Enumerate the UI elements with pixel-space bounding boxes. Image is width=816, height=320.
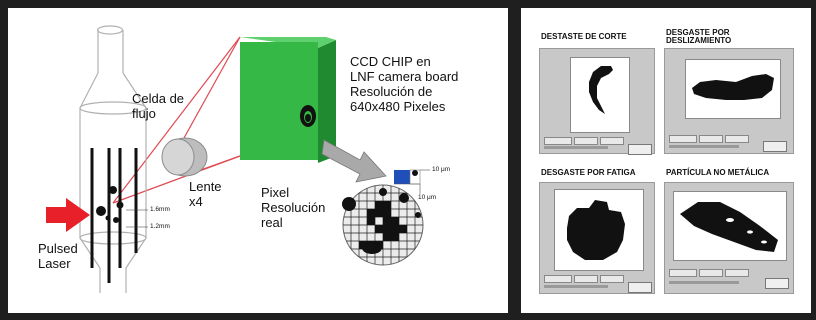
quadrant-title-deslizamiento: DESGASTE POR DESLIZAMIENTO — [666, 28, 732, 46]
pixel-inset — [394, 169, 430, 194]
window-control — [544, 137, 572, 145]
window-control — [725, 135, 749, 143]
window-control — [544, 275, 572, 283]
analysis-window-corte — [539, 48, 655, 155]
quadrant-title-corte: DESTASTE DE CORTE — [541, 32, 627, 41]
um-label-bottom: 10 μm — [418, 194, 437, 201]
analysis-window-no-metalica — [664, 182, 794, 294]
window-button — [763, 141, 787, 152]
pixel-resolution-label: Pixel Resolución real — [261, 185, 326, 230]
window-slider — [669, 145, 739, 148]
window-slider — [544, 285, 608, 288]
window-control — [600, 275, 624, 283]
particles — [96, 186, 124, 223]
window-control — [725, 269, 749, 277]
analysis-window-fatiga — [539, 182, 655, 294]
particle-image-deslizamiento — [685, 59, 781, 119]
pixel-grid — [342, 184, 424, 266]
window-control — [699, 269, 723, 277]
window-button — [628, 144, 652, 155]
optical-diagram — [46, 25, 430, 293]
flow-cell — [79, 25, 147, 293]
um-label-top: 10 μm — [432, 166, 451, 173]
window-button — [628, 282, 652, 293]
window-control — [574, 137, 598, 145]
particle-image-fatiga — [554, 189, 644, 271]
window-control — [699, 135, 723, 143]
crescent-particle-icon — [589, 66, 613, 114]
flow-cell-label: Celda de flujo — [132, 91, 185, 121]
ccd-chip-label: CCD CHIP en LNF camera board Resolución … — [350, 54, 459, 114]
lens-label: Lente x4 — [189, 179, 222, 209]
window-control — [669, 269, 697, 277]
quadrant-title-no-metalica: PARTÍCULA NO METÁLICA — [666, 168, 770, 177]
lens — [161, 137, 208, 177]
dimension-label-1: 1.6mm — [150, 206, 170, 213]
ccd-chip — [240, 37, 336, 163]
elongated-particle-icon — [692, 74, 774, 100]
quadrant-title-fatiga: DESGASTE POR FATIGA — [541, 168, 636, 177]
dimension-label-2: 1.2mm — [150, 223, 170, 230]
laser-arrow — [46, 198, 90, 232]
window-control — [600, 137, 624, 145]
left-diagram-panel: Celda de flujo CCD CHIP en LNF camera bo… — [8, 8, 508, 313]
window-control — [669, 135, 697, 143]
gray-arrow — [321, 139, 387, 183]
window-button — [765, 278, 789, 289]
dimension-lines — [126, 209, 148, 228]
analysis-window-deslizamiento — [664, 48, 794, 154]
window-slider — [669, 281, 739, 284]
particle-image-corte — [570, 57, 630, 133]
particle-image-no-metalica — [673, 191, 787, 261]
pulsed-laser-label: Pulsed Laser — [38, 241, 78, 271]
window-slider — [544, 146, 608, 149]
chunky-particle-icon — [567, 200, 625, 260]
leaf-particle-icon — [680, 202, 778, 252]
window-control — [574, 275, 598, 283]
right-particles-panel: DESTASTE DE CORTE DESGASTE POR DESLIZAMI… — [521, 8, 811, 313]
